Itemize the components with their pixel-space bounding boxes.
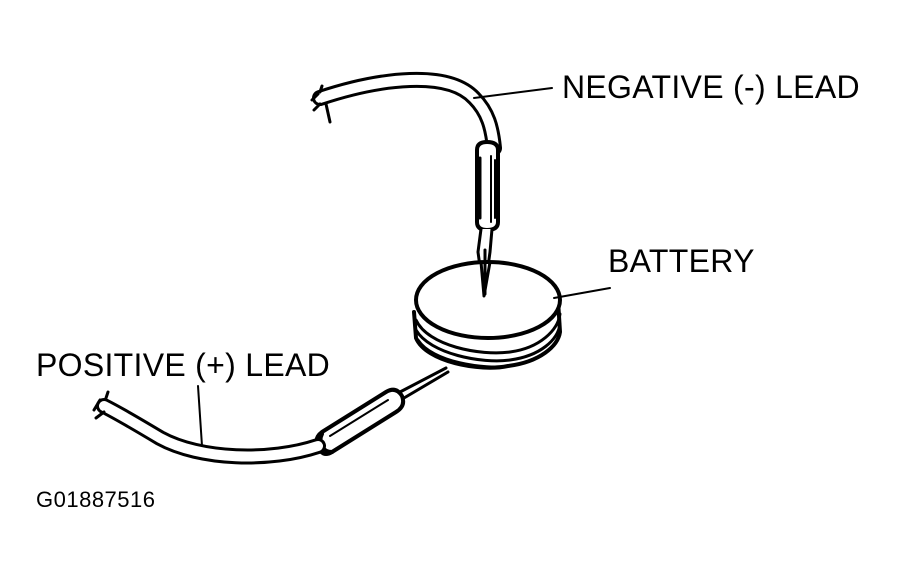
positive-lead-connector — [314, 387, 406, 456]
positive-leader-line — [197, 385, 203, 447]
negative-lead-label: NEGATIVE (-) LEAD — [562, 69, 860, 105]
negative-lead-wire — [310, 71, 502, 156]
positive-lead-pin — [398, 366, 450, 400]
battery-cell — [412, 260, 562, 370]
positive-lead-label: POSITIVE (+) LEAD — [36, 347, 331, 383]
negative-lead-connector — [475, 140, 500, 232]
negative-leader-line — [473, 87, 553, 99]
leader-lines — [197, 87, 611, 447]
figure-code: G01887516 — [36, 487, 156, 512]
battery-leader-line — [553, 287, 611, 299]
battery-label: BATTERY — [608, 243, 755, 279]
positive-lead-wire — [92, 390, 326, 465]
